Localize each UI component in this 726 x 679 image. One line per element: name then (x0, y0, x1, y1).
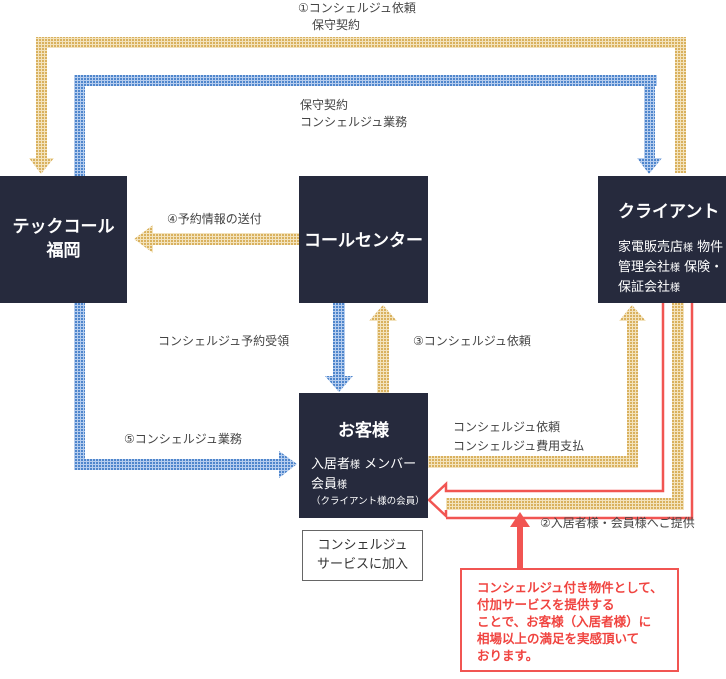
flow-label-reservation-info: ④予約情報の送付 (167, 212, 262, 226)
callout-line: おります。 (477, 648, 539, 663)
flow-label-contract-service: 保守契約 コンシェルジュ業務 (300, 98, 408, 129)
customer-note: （クライアント様の会員） (311, 496, 425, 507)
client-item: 物件管理会社様 (618, 240, 724, 275)
node-customer-title: お客様 (338, 421, 389, 441)
node-callcenter: コールセンター (299, 176, 428, 303)
node-client-title: クライアント (618, 202, 720, 222)
flow-label-payment: コンシェルジュ依頼 コンシェルジュ費用支払 (453, 420, 585, 453)
callout-line: 相場以上の満足を実感頂いて (477, 631, 640, 646)
node-customer: お客様 入居者様 メンバー会員様 （クライアント様の会員） (299, 393, 428, 518)
flow-label-provide: ②入居者様・会員様へご提供 (540, 516, 695, 530)
flow-arrow-reservation-info (134, 225, 299, 253)
customer-item: メンバー会員様 (311, 457, 417, 492)
flow-arrow-reservation-received (325, 303, 353, 392)
flow-arrow-contract-request (29, 37, 686, 174)
callout-pointer-arrow (510, 512, 530, 569)
node-callcenter-title: コールセンター (304, 231, 423, 251)
flow-label-reservation-received: コンシェルジュ予約受領 (158, 334, 290, 348)
callout-line: ことで、お客様（入居者様）に (477, 614, 652, 629)
client-item: 保険・保証会社様 (618, 260, 724, 295)
client-item: 家電販売店様 (618, 240, 694, 255)
callout-line: コンシェルジュ付き物件として、 (477, 580, 663, 595)
flow-arrow-contract-service (74, 75, 662, 176)
node-customer-list: 入居者様 メンバー会員様 （クライアント様の会員） (311, 455, 428, 509)
node-client: クライアント 家電販売店様 物件管理会社様 保険・保証会社様 (598, 176, 726, 303)
flow-label-contract-request: ①コンシェルジュ依頼 保守契約 (298, 1, 416, 32)
flow-arrow-provide-highlight (427, 303, 694, 520)
node-client-list: 家電販売店様 物件管理会社様 保険・保証会社様 (618, 238, 726, 298)
flow-label-concierge-service: ⑤コンシェルジュ業務 (124, 432, 242, 446)
callout-line: 付加サービスを提供する (477, 597, 615, 612)
flow-arrow-provide (446, 303, 684, 510)
node-techcall-title-2: 福岡 (46, 241, 81, 261)
flow-label-concierge-request: ③コンシェルジュ依頼 (413, 334, 531, 348)
node-techcall-title-1: テックコール (12, 217, 115, 237)
flow-arrow-concierge-request (369, 305, 397, 393)
customer-item: 入居者様 (311, 457, 361, 472)
flow-arrow-payment (428, 305, 646, 468)
join-service-box: コンシェルジュ サービスに加入 (302, 530, 423, 581)
node-techcall: テックコール 福岡 (0, 176, 127, 303)
callout-box: コンシェルジュ付き物件として、 付加サービスを提供する ことで、お客様（入居者様… (460, 568, 679, 672)
flow-arrow-concierge-service (74, 303, 297, 478)
